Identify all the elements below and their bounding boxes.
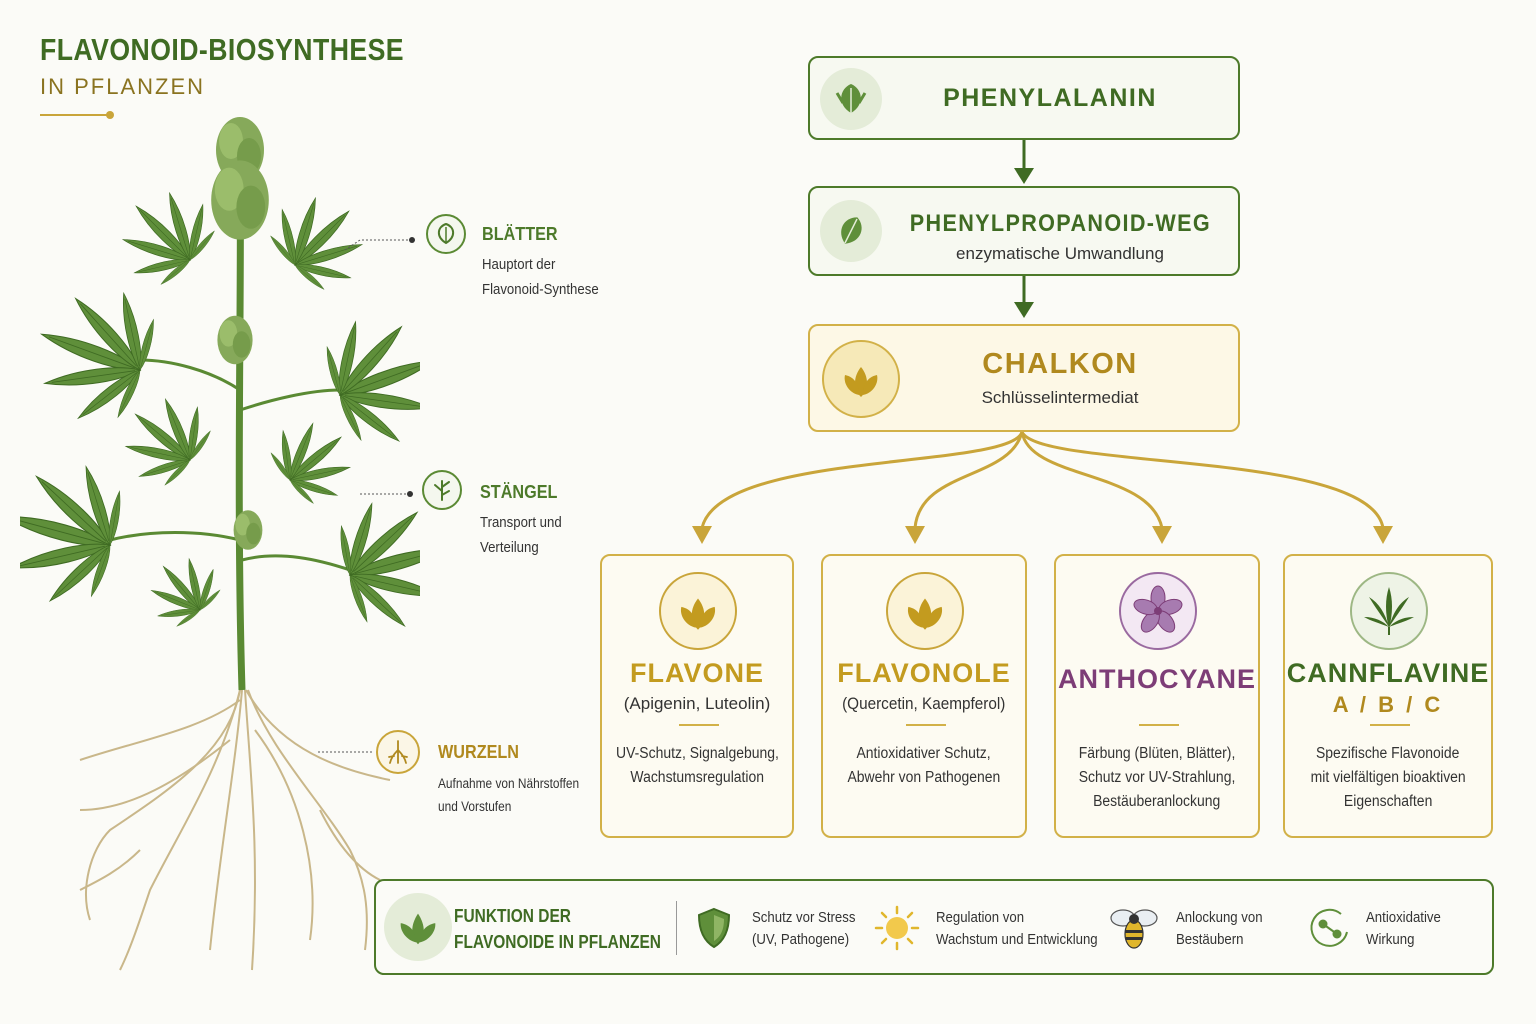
class-card-desc-text: Schutz vor UV-Strahlung, — [1078, 769, 1236, 786]
class-card-desc-text: Abwehr von Pathogenen — [847, 769, 1001, 786]
function-item-text: Schutz vor Stress (UV, Pathogene) — [752, 907, 855, 951]
golden-leaves-icon — [659, 572, 737, 650]
shield-icon — [694, 905, 734, 951]
class-card-description: UV-Schutz, Signalgebung, Wachstumsregula… — [602, 742, 792, 790]
class-card-desc-text: Eigenschaften — [1343, 793, 1433, 810]
pathway-box-subtitle: enzymatische Umwandlung — [956, 244, 1164, 263]
class-card-desc-text: Spezifische Flavonoide — [1316, 745, 1460, 762]
pathway-box-title-text: PHENYLPROPANOID-WEG — [909, 210, 1211, 237]
class-card-desc-line: Bestäuberanlockung — [1056, 790, 1258, 814]
title-divider — [40, 114, 110, 116]
class-card-divider — [1139, 724, 1179, 726]
class-card-anthocyane: ANTHOCYANE Färbung (Blüten, Blätter), Sc… — [1054, 554, 1260, 838]
function-item-line: Bestäubern — [1176, 931, 1244, 948]
function-item-line: Schutz vor Stress — [752, 909, 856, 926]
class-card-divider — [906, 724, 946, 726]
title-divider-dot — [106, 111, 114, 119]
pathway-box-title: PHENYLALANIN — [943, 84, 1157, 112]
class-card-desc-line: Abwehr von Pathogenen — [823, 766, 1025, 790]
class-card-desc-line: Wachstumsregulation — [602, 766, 792, 790]
pathway-box-title: PHENYLPROPANOID-WEG — [890, 210, 1230, 238]
plant-part-desc-line: und Vorstufen — [438, 799, 512, 814]
plant-part-title: STÄNGEL — [480, 482, 558, 502]
class-card-title: CANNFLAVINE — [1286, 658, 1490, 688]
purple-flower-icon — [1119, 572, 1197, 650]
class-card-desc-line: Färbung (Blüten, Blätter), — [1056, 742, 1258, 766]
class-card-divider — [679, 724, 719, 726]
class-card-title: FLAVONE — [630, 658, 764, 688]
class-card-title: FLAVONOLE — [837, 658, 1011, 688]
class-card-desc-line: mit vielfältigen bioaktiven — [1285, 766, 1491, 790]
plant-part-desc-line: Flavonoid-Synthese — [482, 281, 599, 298]
class-card-divider — [1370, 724, 1410, 726]
plant-part-desc-line: Transport und — [480, 514, 562, 531]
class-card-desc-text: Antioxidativer Schutz, — [856, 745, 992, 762]
class-card-cannflavine: CANNFLAVINE A / B / C Spezifische Flavon… — [1283, 554, 1493, 838]
class-card-subtitle: (Apigenin, Luteolin) — [623, 694, 771, 713]
pathway-box-phenylpropanoid: PHENYLPROPANOID-WEG enzymatische Umwandl… — [808, 186, 1240, 276]
plant-part-title: BLÄTTER — [482, 224, 558, 244]
class-card-subtitle: (Quercetin, Kaempferol) — [823, 694, 1025, 714]
class-card-desc-line: Spezifische Flavonoide — [1285, 742, 1491, 766]
function-item-line: Wachstum und Entwicklung — [936, 931, 1098, 948]
golden-leaves-icon — [822, 340, 900, 418]
molecule-icon — [1304, 903, 1354, 953]
pathway-box-title: CHALKON — [982, 348, 1138, 380]
functions-heading: FUNKTION DER FLAVONOIDE IN PFLANZEN — [454, 903, 661, 955]
pathway-box-chalcone: CHALKON Schlüsselintermediat — [808, 324, 1240, 432]
sun-icon — [872, 903, 922, 953]
leaf-icon — [426, 214, 466, 254]
page-subtitle: IN PFLANZEN — [40, 74, 206, 99]
plant-part-desc-line: Aufnahme von Nährstoffen — [438, 776, 580, 791]
class-card-desc-line: Antioxidativer Schutz, — [823, 742, 1025, 766]
plant-part-title: WURZELN — [438, 742, 519, 762]
class-card-desc-text: Bestäuberanlockung — [1093, 793, 1221, 810]
leaf-icon — [384, 893, 452, 961]
function-item-line: (UV, Pathogene) — [752, 931, 850, 948]
functions-heading-line: FUNKTION DER — [454, 906, 571, 926]
function-item-text: Regulation von Wachstum und Entwicklung — [936, 907, 1098, 951]
cannabis-leaf-icon — [1350, 572, 1428, 650]
pathway-box-subtitle: Schlüsselintermediat — [981, 388, 1139, 407]
class-card-desc-text: Wachstumsregulation — [630, 769, 764, 786]
class-card-desc-text: UV-Schutz, Signalgebung, — [615, 745, 779, 762]
leaf-icon — [820, 200, 882, 262]
class-card-description: Färbung (Blüten, Blätter), Schutz vor UV… — [1056, 742, 1258, 814]
cannabis-plant-illustration — [20, 117, 420, 971]
functions-heading-line: FLAVONOIDE IN PFLANZEN — [454, 932, 661, 952]
function-item-line: Anlockung von — [1176, 909, 1263, 926]
class-card-description: Antioxidativer Schutz, Abwehr von Pathog… — [823, 742, 1025, 790]
class-card-description: Spezifische Flavonoide mit vielfältigen … — [1285, 742, 1491, 814]
class-card-subtitle-text: (Quercetin, Kaempferol) — [842, 694, 1006, 713]
function-item-line: Wirkung — [1366, 931, 1415, 948]
pathway-box-phenylalanine: PHENYLALANIN — [808, 56, 1240, 140]
class-card-flavone: FLAVONE (Apigenin, Luteolin) UV-Schutz, … — [600, 554, 794, 838]
page-title: FLAVONOID-BIOSYNTHESE — [40, 32, 405, 67]
class-card-desc-line: UV-Schutz, Signalgebung, — [602, 742, 792, 766]
class-card-title: ANTHOCYANE — [1057, 664, 1257, 694]
plant-part-desc-line: Hauptort der — [482, 256, 556, 273]
function-item-line: Antioxidative — [1366, 909, 1441, 926]
class-card-desc-line: Eigenschaften — [1285, 790, 1491, 814]
class-card-desc-line: Schutz vor UV-Strahlung, — [1056, 766, 1258, 790]
plant-part-desc-line: Verteilung — [480, 539, 539, 556]
class-card-flavonole: FLAVONOLE (Quercetin, Kaempferol) Antiox… — [821, 554, 1027, 838]
function-item-text: Antioxidative Wirkung — [1366, 907, 1441, 951]
functions-divider — [676, 901, 677, 955]
stem-icon — [422, 470, 462, 510]
class-card-desc-text: Färbung (Blüten, Blätter), — [1078, 745, 1236, 762]
bee-icon — [1104, 903, 1164, 955]
golden-leaves-icon — [886, 572, 964, 650]
leaf-icon — [820, 68, 882, 130]
function-item-line: Regulation von — [936, 909, 1025, 926]
functions-panel: FUNKTION DER FLAVONOIDE IN PFLANZEN Schu… — [374, 879, 1494, 975]
function-item-text: Anlockung von Bestäubern — [1176, 907, 1263, 951]
roots-icon — [376, 730, 420, 774]
class-card-subtitle: A / B / C — [1332, 692, 1444, 717]
class-card-desc-text: mit vielfältigen bioaktiven — [1310, 769, 1466, 786]
